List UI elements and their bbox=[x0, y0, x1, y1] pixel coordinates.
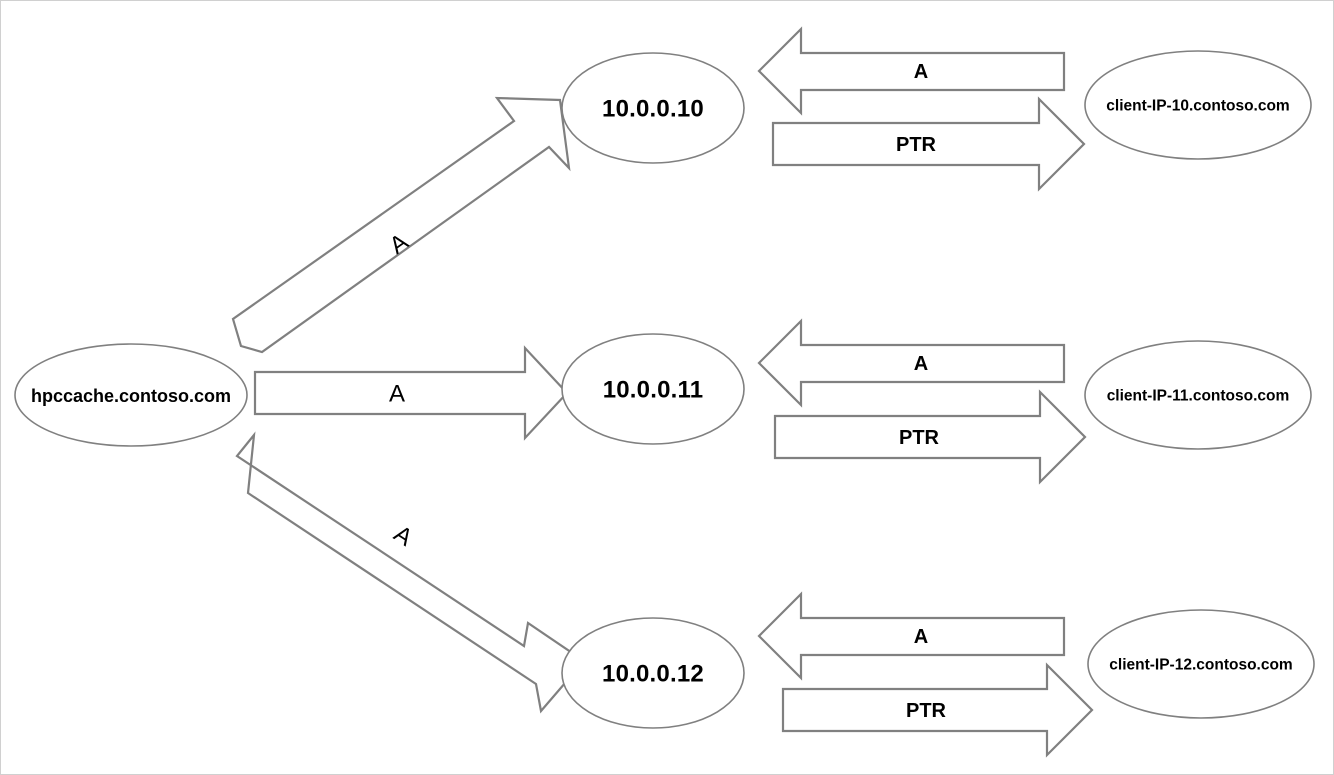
edge-label-ptr-row2: PTR bbox=[899, 427, 940, 449]
edge-label-a-middle: A bbox=[389, 381, 405, 408]
node-label-ip-10: 10.0.0.10 bbox=[602, 96, 704, 123]
ellipse-client-11 bbox=[1084, 340, 1312, 450]
block-arrow-left-a-row3 bbox=[757, 591, 1066, 681]
block-arrow-right-ptr-row2 bbox=[773, 389, 1087, 485]
node-ip-11[interactable]: 10.0.0.11 bbox=[561, 333, 745, 445]
edge-client10-to-ip10[interactable]: A bbox=[757, 26, 1066, 116]
edge-ip10-to-client10[interactable]: PTR bbox=[771, 96, 1086, 192]
block-arrow-diagonal-up bbox=[231, 96, 571, 354]
node-label-hpccache: hpccache.contoso.com bbox=[31, 386, 231, 406]
edge-client12-to-ip12[interactable]: A bbox=[757, 591, 1066, 681]
node-label-ip-11: 10.0.0.11 bbox=[603, 377, 704, 404]
edge-client11-to-ip11[interactable]: A bbox=[757, 318, 1066, 408]
ellipse-hpccache bbox=[14, 343, 248, 447]
edge-label-ptr-row3: PTR bbox=[906, 700, 947, 722]
edge-label-ptr-row1: PTR bbox=[896, 134, 937, 156]
ellipse-client-10 bbox=[1084, 50, 1312, 160]
block-arrow-diagonal-down bbox=[235, 431, 586, 714]
edge-hpccache-to-ip10[interactable]: A bbox=[231, 96, 571, 354]
ellipse-ip-12 bbox=[561, 617, 745, 729]
node-label-client-10: client-IP-10.contoso.com bbox=[1106, 98, 1289, 115]
edge-label-a-row2: A bbox=[914, 353, 928, 375]
node-client-11[interactable]: client-IP-11.contoso.com bbox=[1084, 340, 1312, 450]
ellipse-client-12 bbox=[1087, 609, 1315, 719]
node-hpccache[interactable]: hpccache.contoso.com bbox=[14, 343, 248, 447]
block-arrow-horizontal-mid bbox=[253, 345, 569, 441]
edge-label-a-lower: A bbox=[389, 520, 417, 551]
node-client-12[interactable]: client-IP-12.contoso.com bbox=[1087, 609, 1315, 719]
edge-ip11-to-client11[interactable]: PTR bbox=[773, 389, 1087, 485]
node-label-client-12: client-IP-12.contoso.com bbox=[1109, 657, 1292, 674]
node-ip-12[interactable]: 10.0.0.12 bbox=[561, 617, 745, 729]
edge-label-a-row3: A bbox=[914, 626, 928, 648]
node-client-10[interactable]: client-IP-10.contoso.com bbox=[1084, 50, 1312, 160]
node-label-client-11: client-IP-11.contoso.com bbox=[1107, 388, 1290, 405]
edge-label-a-row1: A bbox=[914, 61, 928, 83]
edge-hpccache-to-ip12[interactable]: A bbox=[235, 431, 586, 714]
node-ip-10[interactable]: 10.0.0.10 bbox=[561, 52, 745, 164]
edge-ip12-to-client12[interactable]: PTR bbox=[781, 662, 1094, 758]
block-arrow-right-ptr-row3 bbox=[781, 662, 1094, 758]
ellipse-ip-11 bbox=[561, 333, 745, 445]
ellipse-ip-10 bbox=[561, 52, 745, 164]
block-arrow-right-ptr-row1 bbox=[771, 96, 1086, 192]
block-arrow-left-a-row2 bbox=[757, 318, 1066, 408]
edge-hpccache-to-ip11[interactable]: A bbox=[253, 345, 569, 441]
node-label-ip-12: 10.0.0.12 bbox=[602, 661, 704, 688]
block-arrow-left-a-row1 bbox=[757, 26, 1066, 116]
